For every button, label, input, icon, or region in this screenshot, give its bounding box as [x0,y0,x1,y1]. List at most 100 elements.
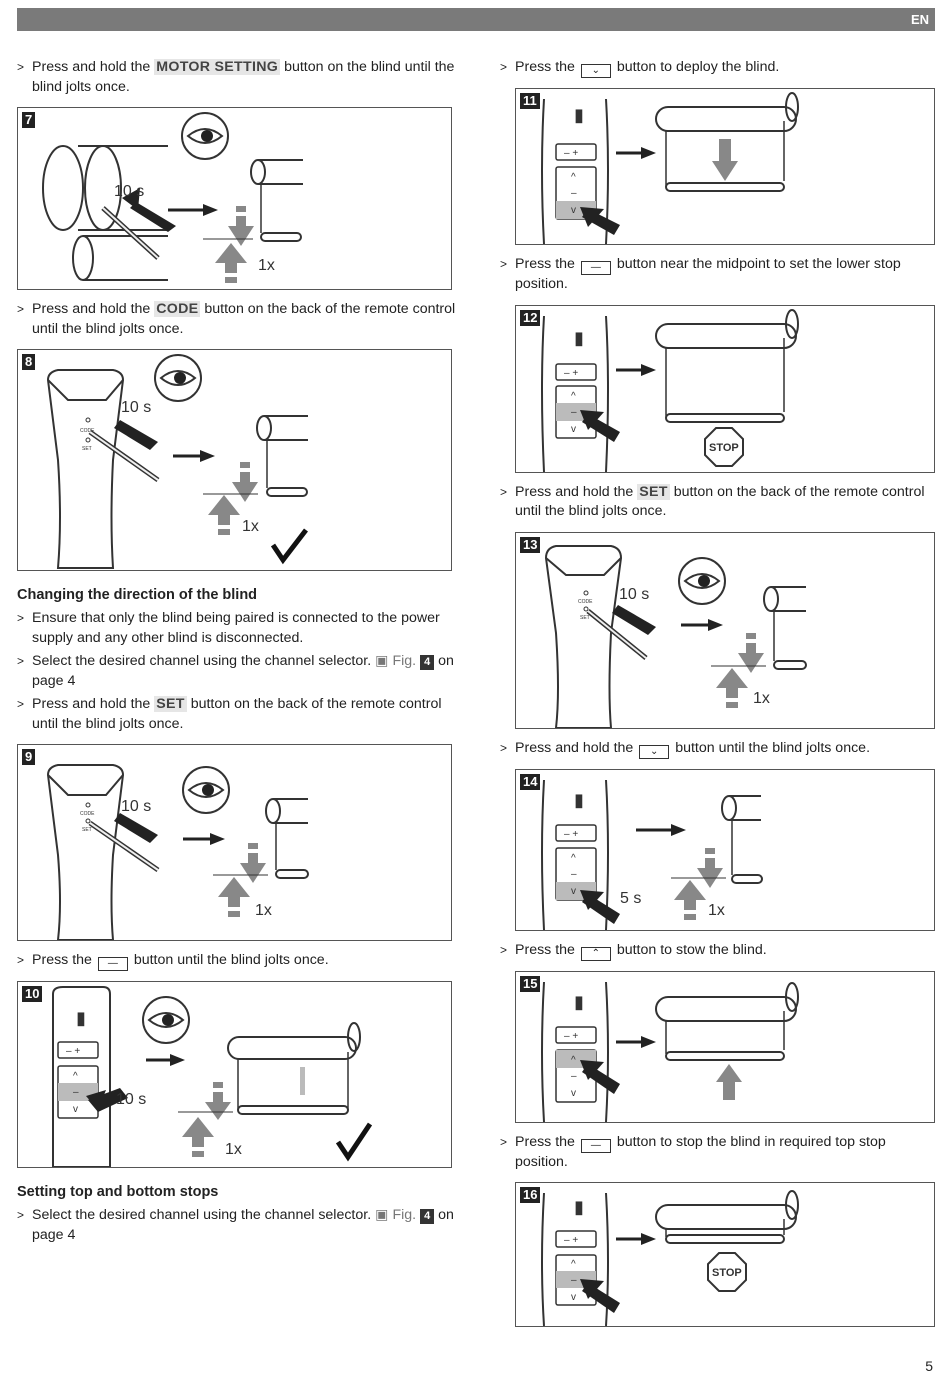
up-button-icon: ⌃ [580,946,611,961]
instruction-step: > Ensure that only the blind being paire… [17,610,440,646]
instruction-step: > Press and hold the SET button on the b… [500,483,925,519]
instruction-step: > Press and hold the SET button on the b… [17,696,442,732]
figure-number: 12 [520,309,541,326]
count-label: 1x [225,1141,242,1158]
svg-text:–: – [73,1087,79,1098]
count-label: 1x [242,518,259,535]
figure-reference[interactable]: ▣ Fig. [375,1207,417,1223]
svg-text:SET: SET [82,827,92,833]
svg-text:v: v [571,424,576,435]
svg-text:▮: ▮ [574,328,584,348]
figure-8: 8 CODE SET [17,349,452,571]
bullet-chevron-icon: > [17,1208,25,1222]
down-button-icon: ⌄ [580,64,611,78]
stop-sign-icon: STOP [712,1267,742,1279]
svg-text:– +: – + [564,1235,578,1246]
motor-setting-illustration: 10 s 1x [42,112,303,283]
figure-11: 11 ▮ – + ^ – v [515,88,935,245]
count-label: 1x [708,902,725,919]
bullet-chevron-icon: > [500,484,508,499]
section-heading: Setting top and bottom stops [17,1184,219,1200]
svg-text:▮: ▮ [574,790,584,810]
svg-text:▮: ▮ [574,1197,584,1217]
bullet-chevron-icon: > [17,302,25,316]
set-lower-stop-illustration: ▮ – + ^ – v STOP [541,308,799,472]
minus-button-icon: — [580,1138,611,1153]
right-column: > Press the ⌄ button to deploy the blind… [500,58,940,1337]
keyword: SET [154,696,187,712]
svg-text:▮: ▮ [76,1008,86,1028]
duration-label: 10 s [114,183,144,200]
svg-text:^: ^ [571,853,576,864]
bullet-chevron-icon: > [17,697,25,711]
bullet-chevron-icon: > [17,953,25,967]
bullet-chevron-icon: > [17,60,25,74]
count-label: 1x [255,902,272,919]
svg-text:CODE: CODE [80,811,95,817]
svg-text:▮: ▮ [574,105,584,125]
instruction-step: > Press the ⌃ button to stow the blind. [500,941,767,961]
duration-label: 10 s [121,798,151,815]
svg-text:SET: SET [82,446,92,452]
svg-text:^: ^ [571,1055,576,1066]
page-number: 5 [925,1358,933,1374]
left-column: > Press and hold the MOTOR SETTING butto… [17,58,457,1255]
instruction-step: > Press and hold the ⌄ button until the … [500,739,871,759]
svg-text:SET: SET [580,615,590,621]
remote-code-illustration: CODE SET 10 s 1x [46,354,308,569]
svg-text:–: – [571,1275,577,1286]
figure-number: 8 [22,354,36,370]
count-label: 1x [258,257,275,274]
svg-text:CODE: CODE [578,599,593,605]
minus-button-icon: — [97,957,128,971]
svg-text:– +: – + [564,148,578,159]
svg-text:v: v [571,205,576,216]
svg-text:– +: – + [564,829,578,840]
remote-set-illustration: CODE SET 10 s 1x [46,764,309,940]
figure-number-badge: 4 [420,1209,435,1224]
svg-text:▮: ▮ [574,992,584,1012]
figure-10: 10 ▮ – + ^ – v [17,981,452,1168]
bullet-chevron-icon: > [500,740,508,755]
figure-number: 9 [22,749,36,765]
duration-label: 5 s [620,890,641,907]
figure-12: 12 ▮ – + ^ – v STOP [515,304,935,473]
count-label: 1x [753,690,770,707]
deploy-blind-illustration: ▮ – + ^ – v [541,92,799,244]
svg-text:v: v [571,1292,576,1303]
minus-button-icon: — [580,261,611,275]
figure-7: 7 [17,107,452,290]
duration-label: 10 s [121,399,151,416]
svg-text:–: – [571,407,577,418]
svg-text:– +: – + [564,368,578,379]
svg-text:^: ^ [571,391,576,402]
svg-text:^: ^ [571,172,576,183]
keyword: CODE [154,301,201,317]
duration-label: 10 s [116,1091,146,1108]
remote-set-illustration: CODE SET 10 s 1x [544,544,807,728]
figure-number: 16 [520,1187,541,1203]
instruction-step: > Press the ⌄ button to deploy the blind… [500,59,780,78]
svg-text:^: ^ [571,1259,576,1270]
language-label: EN [910,12,929,27]
svg-text:–: – [571,1071,577,1082]
minus-button-illustration: ▮ – + ^ – v [52,986,373,1167]
svg-text:–: – [571,188,577,199]
keyword: SET [637,483,670,500]
hold-down-illustration: ▮ – + ^ – v 5 s 1x [541,779,763,930]
bullet-chevron-icon: > [17,611,25,625]
figure-reference[interactable]: ▣ Fig. [375,653,417,669]
instruction-step: > Select the desired channel using the c… [17,1207,454,1243]
instruction-step: > Press the — button until the blind jol… [17,952,329,971]
figure-number: 14 [520,773,541,790]
instruction-step: > Press and hold the MOTOR SETTING butto… [17,59,455,95]
svg-text:– +: – + [66,1046,80,1057]
figure-9: 9 CODE SET [17,744,452,941]
bullet-chevron-icon: > [500,942,508,957]
figure-number-badge: 4 [420,655,435,670]
figure-16: 16 ▮ – + ^ – v STOP [515,1182,935,1327]
bullet-chevron-icon: > [500,1134,508,1149]
figure-number: 15 [520,975,541,992]
section-heading: Changing the direction of the blind [17,587,258,603]
svg-text:CODE: CODE [80,428,95,434]
